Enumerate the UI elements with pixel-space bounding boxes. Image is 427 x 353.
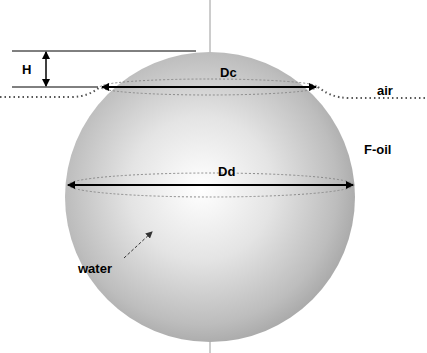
dimension-arrow xyxy=(68,184,353,186)
dimension-arrow xyxy=(102,86,316,88)
interface-line xyxy=(0,87,100,97)
leader-arrow xyxy=(124,232,152,258)
dimension-label: Dc xyxy=(220,66,237,79)
dimension-arrow xyxy=(45,52,47,86)
phase-label: F-oil xyxy=(364,143,391,156)
equator-ellipse xyxy=(68,173,354,197)
water-droplet xyxy=(65,52,355,342)
height-label: H xyxy=(22,63,31,76)
extension-line xyxy=(12,51,196,52)
phase-label: water xyxy=(78,262,112,275)
dimension-label: Dd xyxy=(218,165,235,178)
contact-ellipse xyxy=(100,79,318,95)
extension-line xyxy=(12,87,98,88)
interface-line xyxy=(318,87,427,98)
phase-label: air xyxy=(377,84,393,97)
